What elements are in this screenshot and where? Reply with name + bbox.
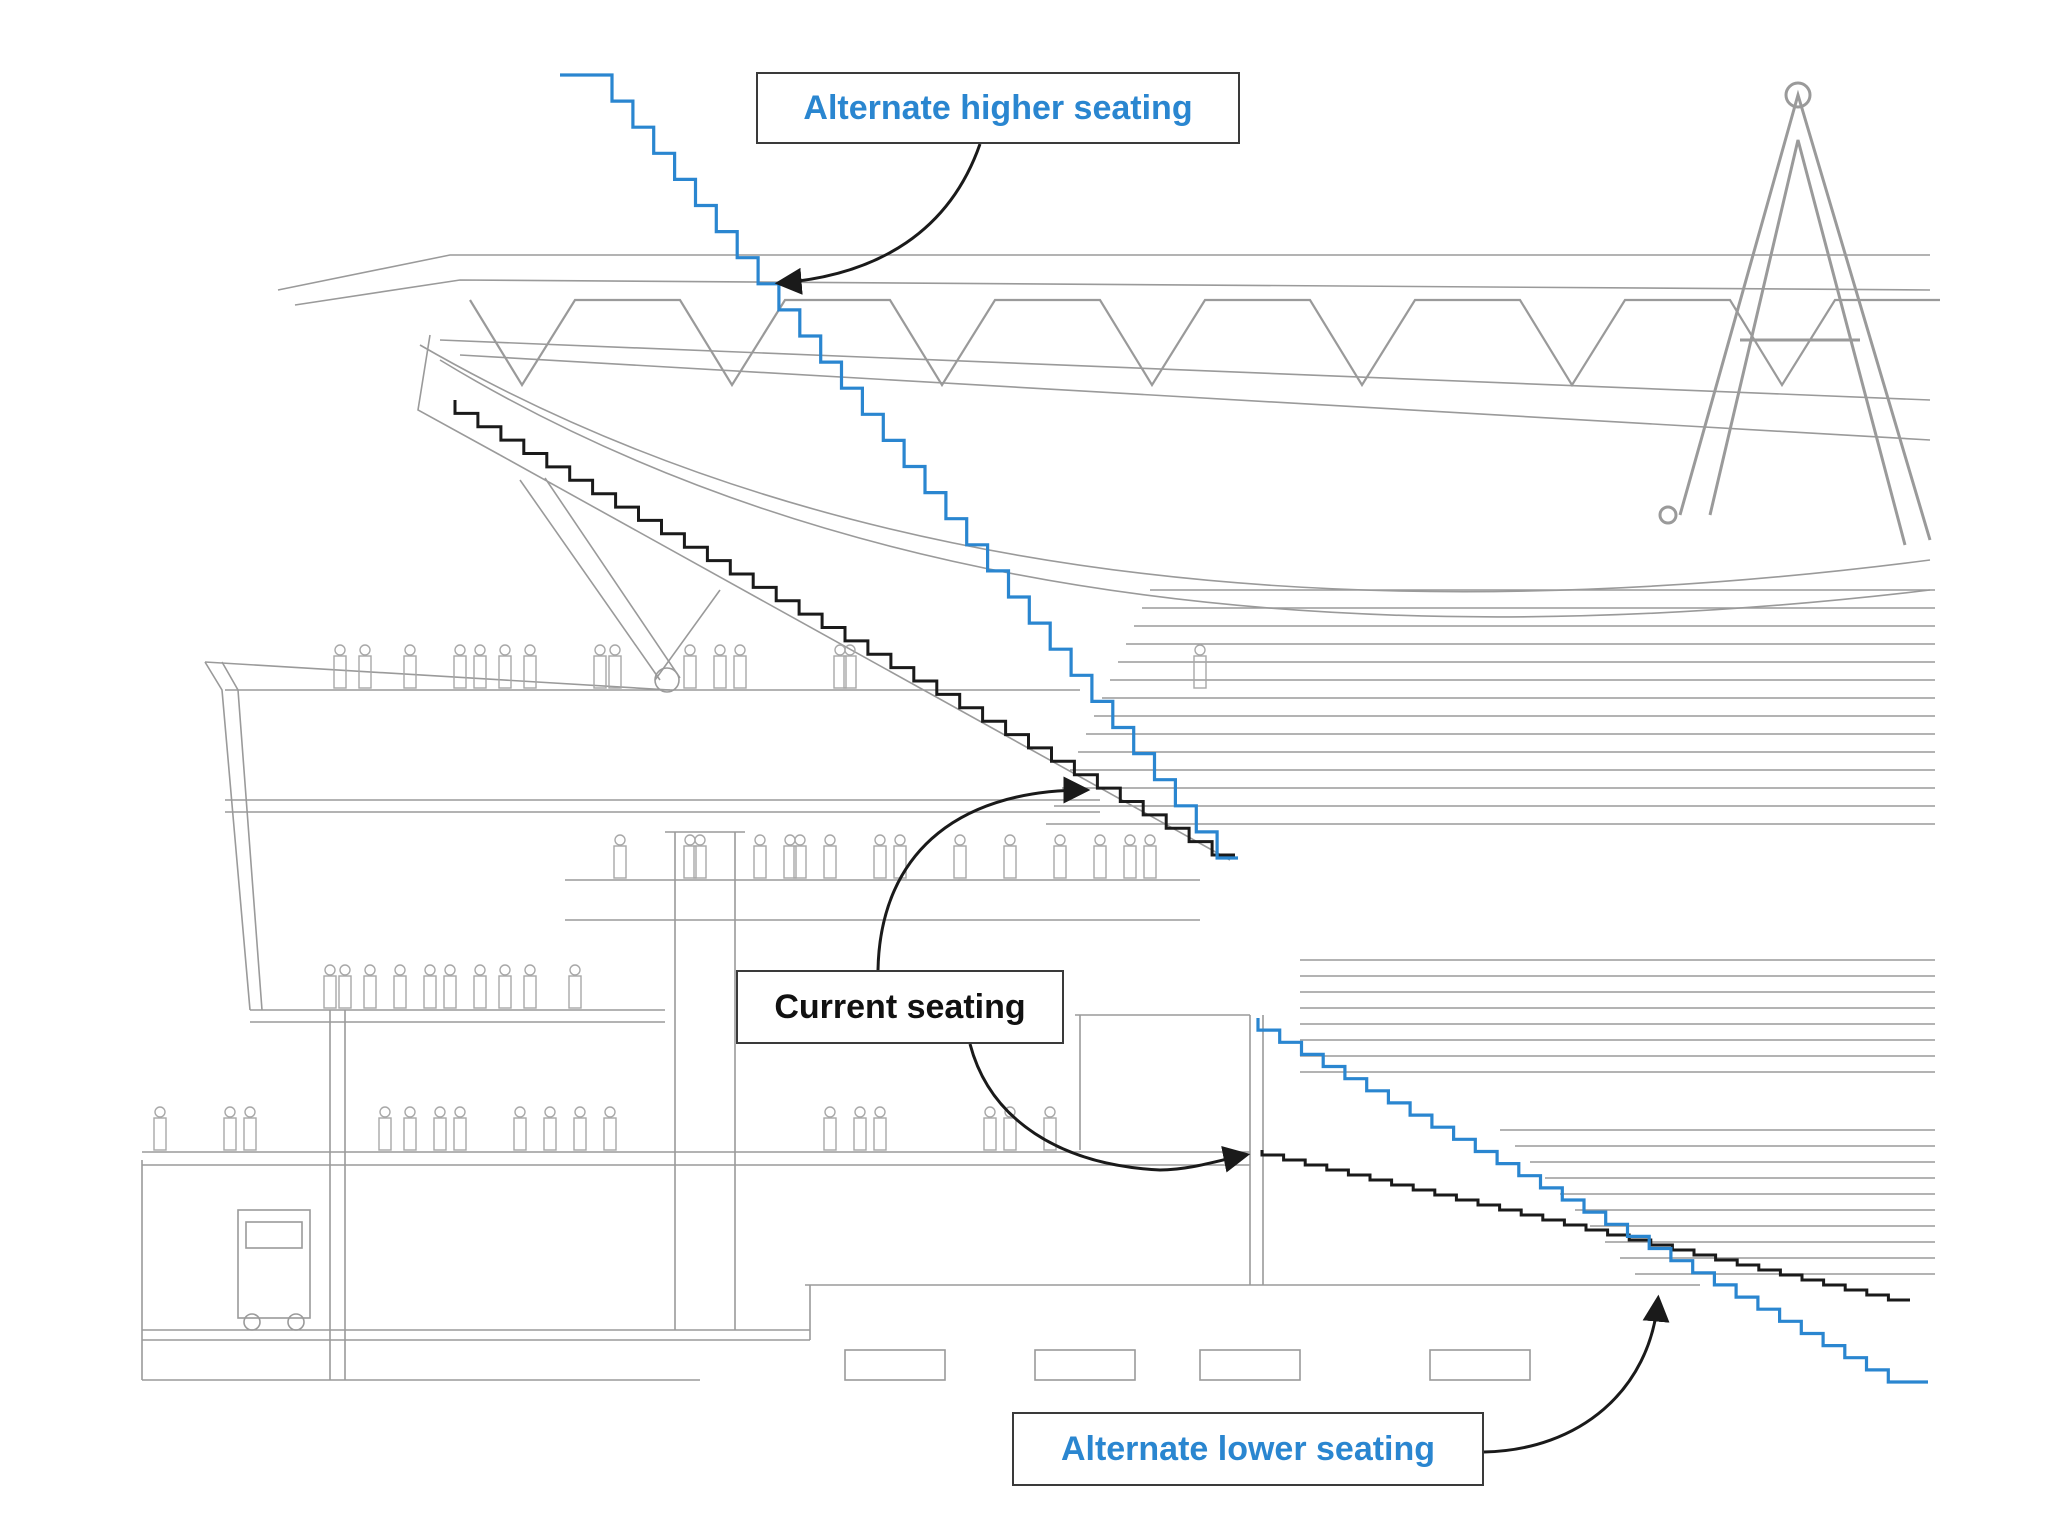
person-figure [323, 964, 337, 1009]
person-figure [333, 644, 347, 689]
alternate-lower-seating-label: Alternate lower seating [1012, 1412, 1484, 1486]
current-seating [453, 400, 1910, 1302]
person-figure [823, 1106, 837, 1151]
person-figure [873, 1106, 887, 1151]
person-figure [338, 964, 352, 1009]
callout-arrows [774, 143, 1670, 1454]
person-figure [1003, 834, 1017, 879]
person-figure [593, 644, 607, 689]
roof-truss [277, 254, 1931, 618]
person-figure [608, 644, 622, 689]
curved-arrow-icon [1483, 1294, 1670, 1454]
curved-arrow-icon [876, 776, 1091, 971]
truss-diagonals [469, 298, 1940, 388]
alternate-seating [560, 73, 1928, 1384]
person-figure [433, 1106, 447, 1151]
current-seating-upper-tier [453, 400, 1235, 857]
current-seating-label: Current seating [736, 970, 1064, 1044]
background-seating-rows [1046, 589, 1935, 1275]
person-figure [683, 644, 697, 689]
stadium-cross-section [141, 81, 1940, 1381]
person-figure [1053, 834, 1067, 879]
person-figure [358, 644, 372, 689]
person-figure [523, 644, 537, 689]
truck [237, 1209, 311, 1331]
person-figure [403, 644, 417, 689]
roof-mast [1658, 81, 1932, 546]
person-figure [403, 1106, 417, 1151]
person-figure [1123, 834, 1137, 879]
person-figure [713, 644, 727, 689]
person-figure [453, 644, 467, 689]
person-figure [1143, 834, 1157, 879]
person-figure [498, 964, 512, 1009]
person-figure [823, 834, 837, 879]
curved-arrow-icon [774, 143, 982, 295]
person-figure [753, 834, 767, 879]
person-figure [953, 834, 967, 879]
person-figure [393, 964, 407, 1009]
alternate-higher-seating-line [560, 73, 1238, 860]
person-figure [983, 1106, 997, 1151]
person-figure [853, 1106, 867, 1151]
person-figure [453, 1106, 467, 1151]
person-figure [603, 1106, 617, 1151]
person-figure [1043, 1106, 1057, 1151]
truss-zigzag [469, 298, 1940, 388]
person-figure [843, 644, 857, 689]
person-figure [793, 834, 807, 879]
alternate-higher-seating-label: Alternate higher seating [756, 72, 1240, 144]
person-figure [873, 834, 887, 879]
curved-arrow-icon [968, 1043, 1251, 1173]
person-figure [363, 964, 377, 1009]
person-figure [473, 644, 487, 689]
person-figure [693, 834, 707, 879]
people-figures [153, 644, 1207, 1151]
person-figure [568, 964, 582, 1009]
alternate-lower-seating-line [1256, 1018, 1928, 1384]
person-figure [223, 1106, 237, 1151]
person-figure [153, 1106, 167, 1151]
person-figure [523, 964, 537, 1009]
person-figure [1003, 1106, 1017, 1151]
person-figure [423, 964, 437, 1009]
person-figure [498, 644, 512, 689]
person-figure [513, 1106, 527, 1151]
person-figure [473, 964, 487, 1009]
current-seating-lower-tier [1260, 1150, 1910, 1302]
person-figure [613, 834, 627, 879]
person-figure [1093, 834, 1107, 879]
person-figure [573, 1106, 587, 1151]
person-figure [443, 964, 457, 1009]
person-figure [378, 1106, 392, 1151]
person-figure [543, 1106, 557, 1151]
person-figure [243, 1106, 257, 1151]
upper-tier-structure [417, 334, 1231, 861]
person-figure [733, 644, 747, 689]
person-figure [1193, 644, 1207, 689]
